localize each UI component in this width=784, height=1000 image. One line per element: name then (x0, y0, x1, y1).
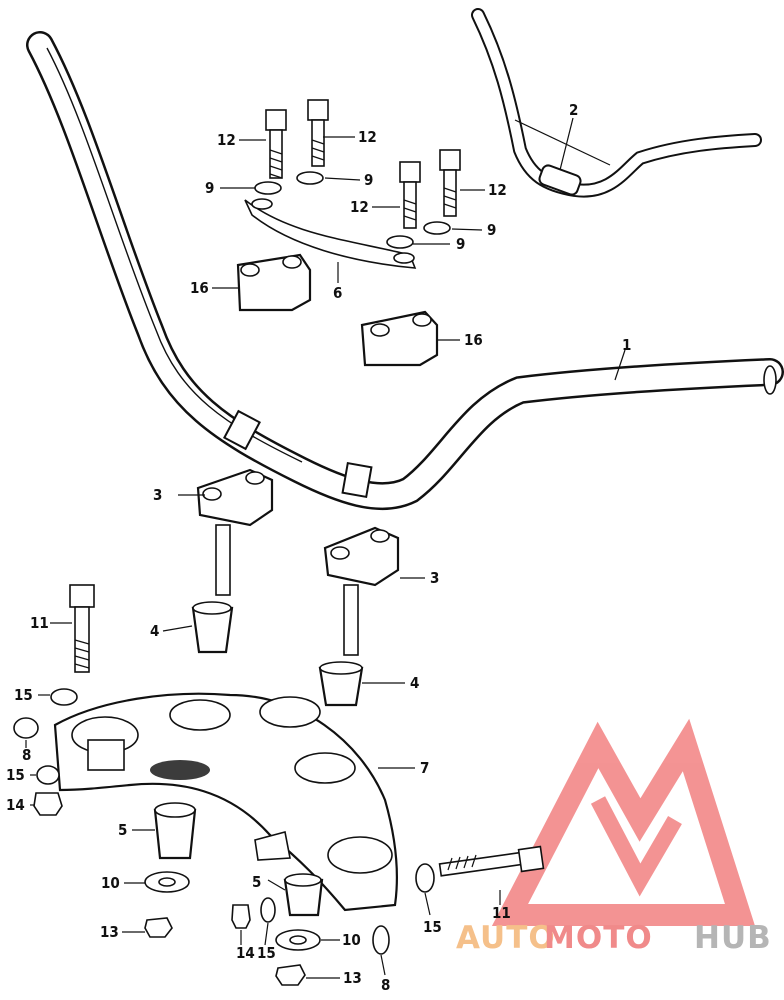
nut-13-group (144, 917, 306, 986)
bolt-12-a (265, 109, 287, 179)
washer-10-group (144, 871, 321, 951)
lower-holder-3-a (196, 468, 274, 596)
bolt-12-d (439, 149, 461, 217)
nut-8-group (13, 717, 390, 955)
label-part-9-a: 9 (205, 179, 214, 197)
label-part-10-a: 10 (101, 874, 120, 892)
watermark-text: AUTO MOTO HUB (456, 920, 772, 956)
nut-14-group (33, 792, 251, 929)
label-part-12-b: 12 (358, 128, 377, 146)
label-part-9-b: 9 (364, 171, 373, 189)
handlebar-brace (471, 8, 762, 198)
label-part-6: 6 (333, 284, 342, 302)
label-part-14-b: 14 (236, 944, 255, 962)
label-part-3-b: 3 (430, 569, 439, 587)
label-part-3-a: 3 (153, 486, 162, 504)
label-part-5-a: 5 (118, 821, 127, 839)
label-part-10-b: 10 (342, 931, 361, 949)
watermark-hub: HUB (694, 920, 772, 956)
label-part-12-c: 12 (350, 198, 369, 216)
label-part-4-b: 4 (410, 674, 419, 692)
label-part-16-a: 16 (190, 279, 209, 297)
bushing-5-a (153, 802, 197, 860)
bushing-4-b (318, 661, 364, 707)
bushing-4-a (191, 601, 234, 654)
label-part-15-d: 15 (257, 944, 276, 962)
label-part-15-c: 15 (423, 918, 442, 936)
watermark-logo (491, 718, 756, 926)
label-part-8-a: 8 (22, 746, 31, 764)
bolt-12-c (399, 161, 421, 229)
leader-lines (25, 117, 626, 979)
bolt-11-a (69, 584, 95, 673)
label-part-9-c: 9 (456, 235, 465, 253)
part-labels: 1 2 3 3 4 4 5 5 6 7 8 8 9 9 9 9 10 10 11… (6, 101, 631, 994)
top-bridge-7 (53, 692, 399, 912)
watermark-auto: AUTO (456, 920, 556, 956)
bolt-12-b (307, 99, 329, 167)
lower-holder-3-b (323, 526, 400, 656)
label-part-15-a: 15 (14, 686, 33, 704)
label-part-9-d: 9 (487, 221, 496, 239)
label-part-5-b: 5 (252, 873, 261, 891)
label-part-8-b: 8 (381, 976, 390, 994)
watermark-moto: MOTO (544, 920, 653, 956)
upper-holder-16-b (360, 310, 439, 367)
label-part-11-a: 11 (30, 614, 49, 632)
bushing-5-b (283, 873, 324, 917)
label-part-11-b: 11 (492, 904, 511, 922)
upper-plate (244, 198, 417, 269)
label-part-1: 1 (622, 336, 631, 354)
label-part-13-a: 13 (100, 923, 119, 941)
label-part-7: 7 (420, 759, 429, 777)
label-part-14-a: 14 (6, 796, 25, 814)
label-part-2: 2 (569, 101, 578, 119)
label-part-16-b: 16 (464, 331, 483, 349)
label-part-15-b: 15 (6, 766, 25, 784)
label-part-12-d: 12 (488, 181, 507, 199)
bolt-11-b (438, 845, 545, 877)
label-part-4-a: 4 (150, 622, 159, 640)
label-part-12-a: 12 (217, 131, 236, 149)
handlebar-main (26, 31, 784, 511)
upper-holder-16-a (236, 253, 312, 312)
washer-15-group (36, 688, 435, 923)
label-part-13-b: 13 (343, 969, 362, 987)
